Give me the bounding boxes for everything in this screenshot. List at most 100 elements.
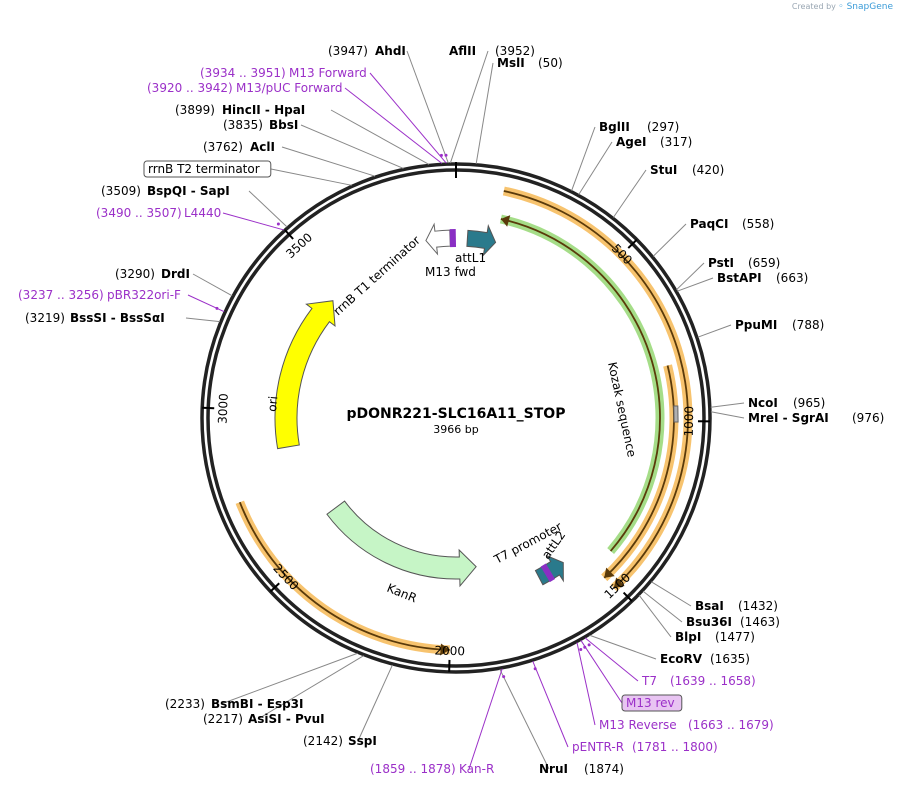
enzyme-label-mrei-sgrai[interactable]: MreI - SgrAI(976) [710,411,884,425]
leader-line [270,168,352,186]
leader-line [357,664,393,742]
label-name: MreI - SgrAI [748,411,829,425]
label-position: (2233) [165,697,205,711]
enzyme-label-hincii-hpai[interactable]: HincII - HpaI(3899) [175,103,430,165]
primer-label-m13-rev[interactable]: M13 rev [580,640,683,712]
enzyme-label-bglii[interactable]: BglII(297) [571,120,680,191]
label-position: (3762) [203,140,243,154]
primer-label-pbr322ori-f[interactable]: pBR322ori-F(3237 .. 3256) [18,288,225,313]
label-box [621,694,683,712]
tick-mark [627,238,638,249]
t7prom-feature [540,563,556,583]
label-name: AgeI [616,135,646,149]
label-position: (1432) [738,599,778,613]
enzyme-label-ppumi[interactable]: PpuMI(788) [697,318,824,338]
label-position: (3290) [115,267,155,281]
enzyme-label-bstapi[interactable]: BstAPI (663) [677,271,808,292]
leader-line [248,190,288,228]
enzyme-label-drdi[interactable]: DrdI (3290) [115,267,233,297]
enzyme-label-acli[interactable]: AclI(3762) [203,140,376,177]
enzyme-label-asisi-pvui[interactable]: AsiSI - PvuI(2217) [203,655,364,726]
primer-site-marker [587,643,591,647]
enzyme-label-bsmbi-esp3i[interactable]: BsmBI - Esp3I(2233) [165,652,358,711]
label-name: pENTR-R [572,740,624,754]
primer-label-t7[interactable]: T7(1639 .. 1658) [584,637,756,688]
primer-label-pentr-r[interactable]: pENTR-R (1781 .. 1800) [532,660,718,754]
label-name: BssSI - BssSαI [70,311,165,325]
label-position: (3490 .. 3507) [96,206,182,220]
enzyme-label-msli[interactable]: MslI(50) [475,56,563,164]
label-name: AsiSI - PvuI [248,712,325,726]
leader-line [344,87,443,164]
label-position: (3934 .. 3951) [200,66,286,80]
primer-label-m13-reverse[interactable]: M13 Reverse(1663 .. 1679) [576,642,774,732]
leader-line [651,581,692,607]
primer-site-marker [444,153,448,157]
enzyme-label-aflii[interactable]: AflII(3952) [449,44,535,164]
label-name: BbsI [269,118,298,132]
leader-line [468,668,503,770]
label-name: M13 rev [626,696,675,710]
tick-mark [284,229,294,240]
rrnb-t1-feature [425,222,451,256]
label-position: (297) [647,120,679,134]
label-name: PstI [708,256,734,270]
leader-line [584,637,639,682]
enzyme-label-bsssi-bsss-i[interactable]: BssSI - BssSαI (3219) [25,311,220,325]
enzyme-label-ncoi[interactable]: NcoI(965) [710,396,826,410]
leader-line [300,124,404,169]
label-name: DrdI [161,267,190,281]
label-position: (659) [748,256,780,270]
kozak-feature [673,405,679,423]
primer-site-marker [215,306,219,310]
label-name: BsaI [695,599,724,613]
plasmid-length: 3966 bp [433,423,478,436]
leader-line [192,273,233,297]
leader-line [697,324,732,338]
enzyme-label-bsai[interactable]: BsaI (1432) [651,581,778,613]
primer-label-kan-r[interactable]: Kan-R(1859 .. 1878) [370,668,506,776]
label-position: (317) [660,135,692,149]
primer-label-m13-puc-forward[interactable]: M13/pUC Forward(3920 .. 3942) [147,81,443,164]
rrnb-t1-label: rrnB T1 terminator [331,233,423,318]
enzyme-label-ecorv[interactable]: EcoRV(1635) [589,634,750,666]
feature-layer [235,186,693,656]
enzyme-label-agei[interactable]: AgeI (317) [578,135,693,195]
leader-line [330,109,430,165]
enzyme-label-bbsi[interactable]: BbsI (3835) [223,118,404,169]
enzyme-label-bspqi-sapi[interactable]: BspQI - SapI(3509) [101,184,288,228]
leader-line [589,634,657,660]
primer-label-m13-forward[interactable]: M13 Forward(3934 .. 3951) [200,66,448,164]
label-name: pBR322ori-F [107,288,181,302]
enzyme-label-nrui[interactable]: NruI(1874) [499,668,624,776]
label-position: (1639 .. 1658) [670,674,756,688]
leader-line [449,50,489,164]
label-position: (3219) [25,311,65,325]
label-position: (3835) [223,118,263,132]
label-position: (1859 .. 1878) [370,762,456,776]
orf-outer-arrowhead [613,577,625,589]
orf-mid-arrowhead [604,567,615,578]
label-layer: MslI(50)BglII(297)AgeI (317) StuI(420)PaqC… [18,44,884,776]
enzyme-label-bsu36i[interactable]: Bsu36I(1463) [642,590,780,629]
enzyme-label-paqci[interactable]: PaqCI(558) [652,217,774,257]
enzyme-label-ahdi[interactable]: AhdI(3947) [328,44,449,164]
label-position: (965) [793,396,825,410]
label-box [143,160,272,178]
primer-label-l4440[interactable]: L4440(3490 .. 3507) [96,206,284,231]
leader-line [676,262,705,291]
enzyme-label-blpi[interactable]: BlpI(1477) [638,595,755,644]
enzyme-label-psti[interactable]: PstI (659) [676,256,780,291]
label-name: BstAPI [717,271,762,285]
label-position: (1781 .. 1800) [632,740,718,754]
orf-left-arrow [238,501,450,651]
primer-site-marker [502,675,506,679]
label-position: (663) [776,271,808,285]
enzyme-label-stui[interactable]: StuI(420) [613,163,724,218]
rrnb-t2-terminator-label[interactable]: rrnB T2 terminator [143,160,352,186]
enzyme-label-sspi[interactable]: SspI(2142) [303,664,393,748]
primer-site-marker [533,667,537,671]
orf-mid-arrow [603,365,675,579]
leader-line [638,595,672,638]
